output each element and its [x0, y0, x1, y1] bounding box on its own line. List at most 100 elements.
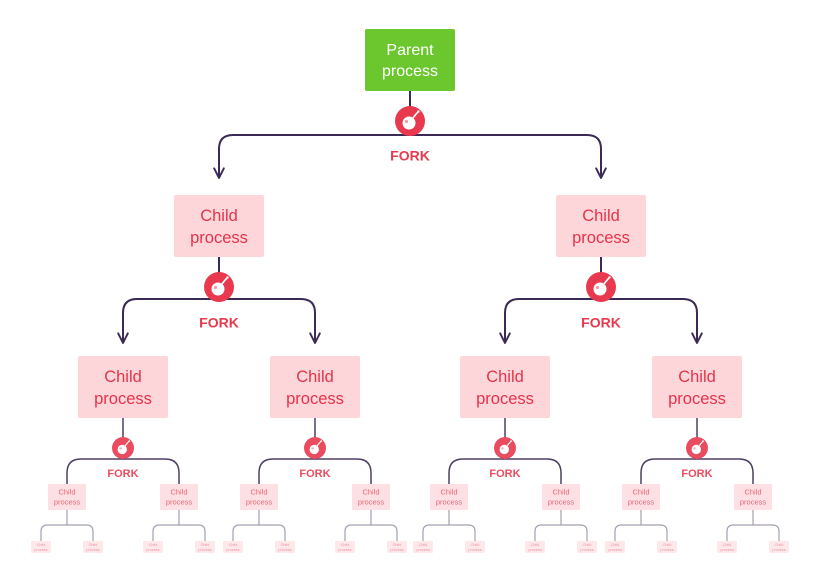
connector-branch-left — [448, 458, 505, 484]
process-label-line2: process — [580, 548, 593, 552]
process-label-line1: Child — [58, 488, 75, 497]
child-process-box — [577, 541, 597, 553]
process-label-line2: process — [278, 548, 291, 552]
child-process-box — [240, 484, 278, 510]
process-label-line1: Child — [552, 488, 569, 497]
child-process-box — [352, 484, 390, 510]
process-label-line2: process — [190, 229, 248, 247]
process-label-line1: Child — [229, 543, 238, 547]
fork-label: FORK — [390, 148, 430, 164]
process-label-line1: Child — [200, 207, 238, 225]
connector-branch-left — [152, 524, 179, 541]
child-process-box — [460, 356, 550, 418]
child-process-box — [769, 541, 789, 553]
process-label-line2: process — [146, 548, 159, 552]
process-label-line1: Child — [486, 368, 524, 386]
process-label-line1: Child — [341, 543, 350, 547]
connector-branch-right — [601, 298, 703, 344]
bomb-icon — [494, 437, 516, 459]
connector-branch-left — [40, 524, 67, 541]
connector-branch-right — [67, 524, 94, 541]
connector-branch-right — [179, 524, 206, 541]
child-process-box — [335, 541, 355, 553]
process-label-line1: Child — [170, 488, 187, 497]
child-process-box — [657, 541, 677, 553]
connector-branch-left — [640, 458, 697, 484]
process-label-line2: process — [390, 548, 403, 552]
connector-branch-left — [499, 298, 601, 344]
child-process-box — [734, 484, 772, 510]
connector-branch-left — [117, 298, 219, 344]
fork-label: FORK — [107, 468, 138, 480]
fork-label: FORK — [199, 315, 239, 331]
child-process-box — [83, 541, 103, 553]
process-label-line1: Child — [296, 368, 334, 386]
connector-branch-left — [422, 524, 449, 541]
process-label-line2: process — [548, 498, 575, 507]
process-label-line1: Child — [611, 543, 620, 547]
child-process-box — [525, 541, 545, 553]
connector-branch-left — [258, 458, 315, 484]
process-label-line2: process — [628, 498, 655, 507]
process-label-line2: process — [338, 548, 351, 552]
connector-branch-right — [315, 458, 372, 484]
process-label-line2: process — [34, 548, 47, 552]
child-process-box — [413, 541, 433, 553]
process-label-line2: process — [166, 498, 193, 507]
child-process-node: Child process — [460, 356, 550, 418]
process-label-line2: process — [528, 548, 541, 552]
child-process-box — [542, 484, 580, 510]
process-label-line1: Child — [583, 543, 592, 547]
bomb-icon — [395, 106, 425, 136]
connector-branch-left — [614, 524, 641, 541]
process-label-line1: Parent — [386, 42, 434, 59]
process-label-line2: process — [94, 390, 152, 408]
process-label-line2: process — [358, 498, 385, 507]
child-process-box — [160, 484, 198, 510]
process-label-line1: Child — [250, 488, 267, 497]
parent-process-box — [365, 29, 455, 91]
connector-branch-right — [641, 524, 668, 541]
process-label-line2: process — [720, 548, 733, 552]
process-label-line2: process — [660, 548, 673, 552]
fork-label: FORK — [681, 468, 712, 480]
process-label-line1: Child — [281, 543, 290, 547]
connector-branch-right — [219, 298, 321, 344]
bomb-icon — [586, 272, 616, 302]
process-label-line2: process — [468, 548, 481, 552]
child-process-box — [48, 484, 86, 510]
bomb-icon — [204, 272, 234, 302]
child-process-box — [223, 541, 243, 553]
child-process-box — [717, 541, 737, 553]
process-label-line1: Child — [663, 543, 672, 547]
child-process-box — [430, 484, 468, 510]
connector-branch-left — [534, 524, 561, 541]
connector-branch-left — [726, 524, 753, 541]
process-label-line2: process — [86, 548, 99, 552]
process-label-line1: Child — [393, 543, 402, 547]
process-label-line2: process — [54, 498, 81, 507]
process-label-line2: process — [476, 390, 534, 408]
process-label-line1: Child — [723, 543, 732, 547]
